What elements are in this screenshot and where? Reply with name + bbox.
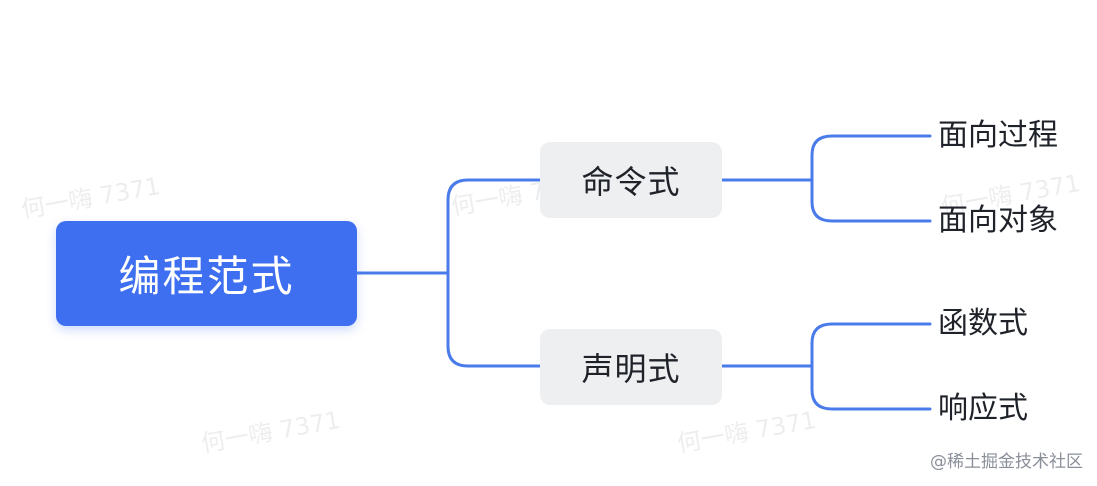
connector-to-leaf-3 xyxy=(810,322,932,368)
connector-to-leaf-1 xyxy=(810,134,932,182)
brand-watermark: @稀土掘金技术社区 xyxy=(930,452,1083,472)
branch-node-imperative[interactable]: 命令式 xyxy=(540,142,722,218)
connector-to-leaf-2 xyxy=(810,178,932,223)
leaf-node-functional[interactable]: 函数式 xyxy=(938,306,1028,341)
branch-node-label: 声明式 xyxy=(581,350,681,388)
branch-node-declarative[interactable]: 声明式 xyxy=(540,329,722,405)
leaf-node-reactive[interactable]: 响应式 xyxy=(938,391,1028,426)
leaf-node-procedural[interactable]: 面向过程 xyxy=(938,118,1058,153)
connector-root-to-declarative xyxy=(446,271,542,368)
root-node-label: 编程范式 xyxy=(118,252,295,301)
leaf-node-object-oriented[interactable]: 面向对象 xyxy=(938,203,1058,238)
root-node[interactable]: 编程范式 xyxy=(56,221,357,326)
branch-node-label: 命令式 xyxy=(581,163,681,201)
connector-to-leaf-4 xyxy=(810,364,932,411)
connector-root-to-imperative xyxy=(355,178,542,275)
